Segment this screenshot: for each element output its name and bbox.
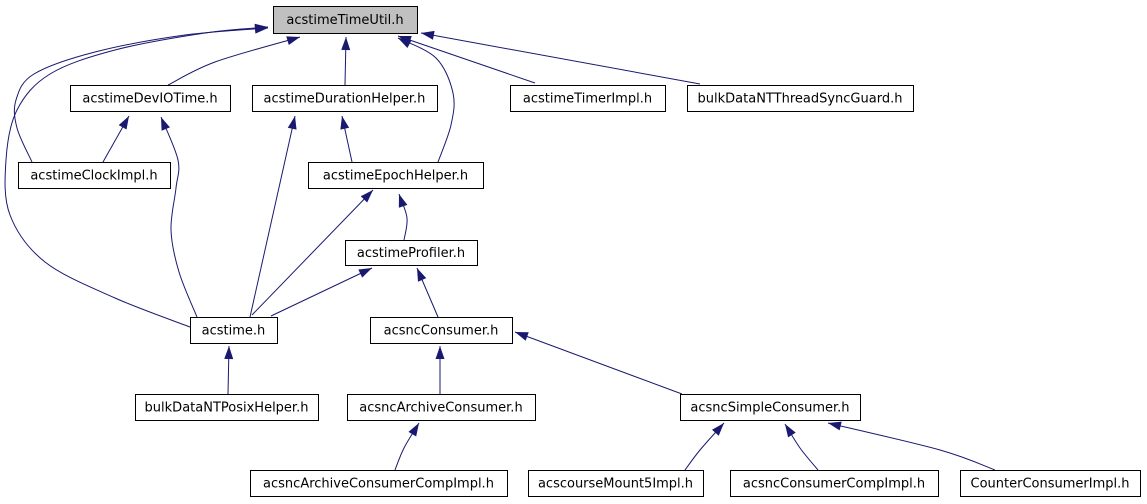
node-acsncArchiveConsumerCompImpl[interactable]: acsncArchiveConsumerCompImpl.h xyxy=(250,470,508,497)
arrowhead-acstimeEpochHelper-to-acstimeDurationHelper xyxy=(340,116,350,130)
node-label-acstimeEpochHelper: acstimeEpochHelper.h xyxy=(323,169,468,184)
edge-acstimeEpochHelper-to-acstimeTimeUtil xyxy=(397,37,455,163)
node-label-acstimeClockImpl: acstimeClockImpl.h xyxy=(30,169,157,184)
edge-bulkDataNTPosixHelper-to-acstime xyxy=(224,345,234,395)
edge-bulkDataNTThreadSyncGuard-to-acstimeTimeUtil xyxy=(420,30,701,85)
arrowhead-acsncConsumer-to-acstimeProfiler xyxy=(417,268,427,282)
node-label-acstimeTimeUtil: acstimeTimeUtil.h xyxy=(286,13,403,28)
node-acstimeTimerImpl[interactable]: acstimeTimerImpl.h xyxy=(510,85,666,112)
arrowhead-acsncSimpleConsumer-to-acsncConsumer xyxy=(515,332,529,341)
edge-acsncConsumerCompImpl-to-acsncSimpleConsumer xyxy=(784,423,819,471)
node-bulkDataNTThreadSyncGuard[interactable]: bulkDataNTThreadSyncGuard.h xyxy=(687,85,914,112)
arrowhead-acstimeDurationHelper-to-acstimeTimeUtil xyxy=(341,37,351,51)
nodes-layer: acstimeTimeUtil.h acstimeDevIOTime.h acsti… xyxy=(18,6,1141,497)
arrowhead-acstimeEpochHelper-to-acstimeTimeUtil xyxy=(398,38,412,49)
node-acstimeProfiler[interactable]: acstimeProfiler.h xyxy=(345,240,478,266)
node-acstimeDurationHelper[interactable]: acstimeDurationHelper.h xyxy=(252,85,438,112)
node-CounterConsumerImpl[interactable]: CounterConsumerImpl.h xyxy=(960,470,1141,497)
node-bulkDataNTPosixHelper[interactable]: bulkDataNTPosixHelper.h xyxy=(135,394,319,421)
arrowhead-acstime-to-acstimeTimeUtil xyxy=(254,23,268,33)
edge-acstime-to-acstimeProfiler xyxy=(270,267,373,317)
edge-acstimeTimerImpl-to-acstimeTimeUtil xyxy=(397,35,536,84)
node-acsncArchiveConsumer[interactable]: acsncArchiveConsumer.h xyxy=(347,394,536,421)
edge-acscourseMount5Impl-to-acsncSimpleConsumer xyxy=(684,422,725,471)
node-acstimeClockImpl[interactable]: acstimeClockImpl.h xyxy=(18,162,171,189)
edge-acsncConsumer-to-acstimeProfiler xyxy=(416,267,439,318)
edge-acstimeDurationHelper-to-acstimeTimeUtil xyxy=(341,36,351,86)
node-acscourseMount5Impl[interactable]: acscourseMount5Impl.h xyxy=(528,470,704,497)
arrowhead-acstime-to-acstimeProfiler xyxy=(358,268,372,278)
node-label-acsncConsumerCompImpl: acsncConsumerCompImpl.h xyxy=(743,477,925,492)
edge-acstime-to-acstimeDurationHelper xyxy=(249,115,297,318)
node-acsncSimpleConsumer[interactable]: acsncSimpleConsumer.h xyxy=(680,394,861,421)
node-label-acscourseMount5Impl: acscourseMount5Impl.h xyxy=(538,477,693,492)
node-label-acsncConsumer: acsncConsumer.h xyxy=(384,324,499,339)
node-acstimeDevIOTime[interactable]: acstimeDevIOTime.h xyxy=(70,85,231,112)
edge-acstimeProfiler-to-acstimeEpochHelper xyxy=(398,193,408,241)
arrowhead-acstime-to-acstimeEpochHelper xyxy=(360,190,373,203)
node-acsncConsumerCompImpl[interactable]: acsncConsumerCompImpl.h xyxy=(730,470,939,497)
arrowhead-acstimeClockImpl-to-acstimeDevIOTime xyxy=(118,116,129,130)
node-acstimeEpochHelper[interactable]: acstimeEpochHelper.h xyxy=(308,162,484,189)
node-label-CounterConsumerImpl: CounterConsumerImpl.h xyxy=(971,477,1130,492)
edge-acsncArchiveConsumer-to-acsncConsumer xyxy=(435,346,445,394)
edge-acstimeClockImpl-to-acstimeDevIOTime xyxy=(102,115,130,163)
edge-acsncSimpleConsumer-to-acsncConsumer xyxy=(514,331,683,395)
arrowhead-acstimeProfiler-to-acstimeEpochHelper xyxy=(398,194,408,208)
edge-acstime-to-acstimeTimeUtil xyxy=(4,23,269,328)
edge-acstime-to-acstimeDevIOTime xyxy=(160,116,198,318)
edge-acstime-to-acstimeEpochHelper xyxy=(251,189,374,316)
arrowhead-bulkDataNTThreadSyncGuard-to-acstimeTimeUtil xyxy=(421,30,435,40)
arrowhead-acscourseMount5Impl-to-acsncSimpleConsumer xyxy=(711,423,724,436)
arrowhead-bulkDataNTPosixHelper-to-acstime xyxy=(224,346,234,360)
node-acsncConsumer[interactable]: acsncConsumer.h xyxy=(370,317,513,344)
edge-CounterConsumerImpl-to-acsncSimpleConsumer xyxy=(827,421,996,471)
edge-acstimeDevIOTime-to-acstimeTimeUtil xyxy=(167,36,301,86)
edge-acsncArchiveConsumerCompImpl-to-acsncArchiveConsumer xyxy=(394,422,420,471)
arrowhead-CounterConsumerImpl-to-acsncSimpleConsumer xyxy=(828,421,842,431)
arrowhead-acstime-to-acstimeDevIOTime xyxy=(161,117,170,131)
node-label-acsncArchiveConsumerCompImpl: acsncArchiveConsumerCompImpl.h xyxy=(263,477,494,492)
node-label-acsncArchiveConsumer: acsncArchiveConsumer.h xyxy=(359,401,522,416)
arrowhead-acstime-to-acstimeDurationHelper xyxy=(287,116,297,130)
arrowhead-acsncArchiveConsumer-to-acsncConsumer xyxy=(435,346,445,359)
edges-layer xyxy=(4,23,996,471)
node-label-acsncSimpleConsumer: acsncSimpleConsumer.h xyxy=(690,401,849,416)
node-label-bulkDataNTPosixHelper: bulkDataNTPosixHelper.h xyxy=(145,401,309,416)
node-label-acstime: acstime.h xyxy=(202,324,266,339)
node-acstimeTimeUtil[interactable]: acstimeTimeUtil.h xyxy=(273,6,418,34)
node-label-acstimeTimerImpl: acstimeTimerImpl.h xyxy=(523,92,652,107)
node-label-acstimeDevIOTime: acstimeDevIOTime.h xyxy=(82,92,217,107)
arrowhead-acstimeDevIOTime-to-acstimeTimeUtil xyxy=(286,36,300,45)
arrowhead-acsncConsumerCompImpl-to-acsncSimpleConsumer xyxy=(785,424,796,438)
node-label-acstimeDurationHelper: acstimeDurationHelper.h xyxy=(264,92,426,107)
node-label-bulkDataNTThreadSyncGuard: bulkDataNTThreadSyncGuard.h xyxy=(698,92,903,107)
edge-acstimeEpochHelper-to-acstimeDurationHelper xyxy=(340,115,353,163)
node-label-acstimeProfiler: acstimeProfiler.h xyxy=(357,246,465,261)
node-acstime[interactable]: acstime.h xyxy=(190,317,278,344)
arrowhead-acsncArchiveConsumerCompImpl-to-acsncArchiveConsumer xyxy=(408,423,419,437)
